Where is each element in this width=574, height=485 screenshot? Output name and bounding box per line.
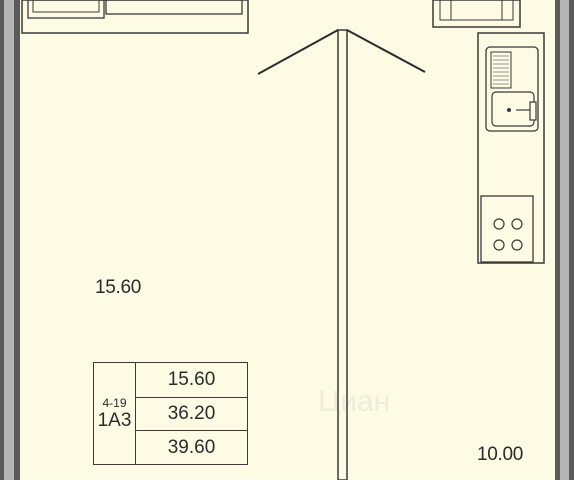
left-wall-inner	[4, 0, 14, 480]
floor-range: 4-19	[102, 395, 127, 410]
top-left-cabinet	[21, 0, 249, 34]
apartment-type: 1А3	[97, 409, 132, 431]
total-area-value: 36.20	[136, 396, 247, 431]
right-wall-inner	[560, 0, 569, 480]
kitchen-area-label: 10.00	[477, 444, 524, 465]
living-room-area-label: 15.60	[95, 277, 142, 298]
living-area-value: 15.60	[167, 368, 216, 390]
kitchen-counter	[477, 32, 545, 264]
sink-icon	[485, 46, 539, 132]
area-values: 15.60 36.20 39.60	[136, 363, 247, 464]
apartment-info-table: 4-19 1А3 15.60 36.20 39.60	[93, 362, 248, 465]
door-swing	[257, 29, 426, 75]
stove-icon	[480, 195, 534, 263]
watermark-text: Циан	[318, 385, 391, 418]
top-right-cabinet	[432, 0, 521, 28]
area-with-balcony-value: 39.60	[136, 430, 247, 464]
apartment-type-cell: 4-19 1А3	[94, 363, 136, 464]
